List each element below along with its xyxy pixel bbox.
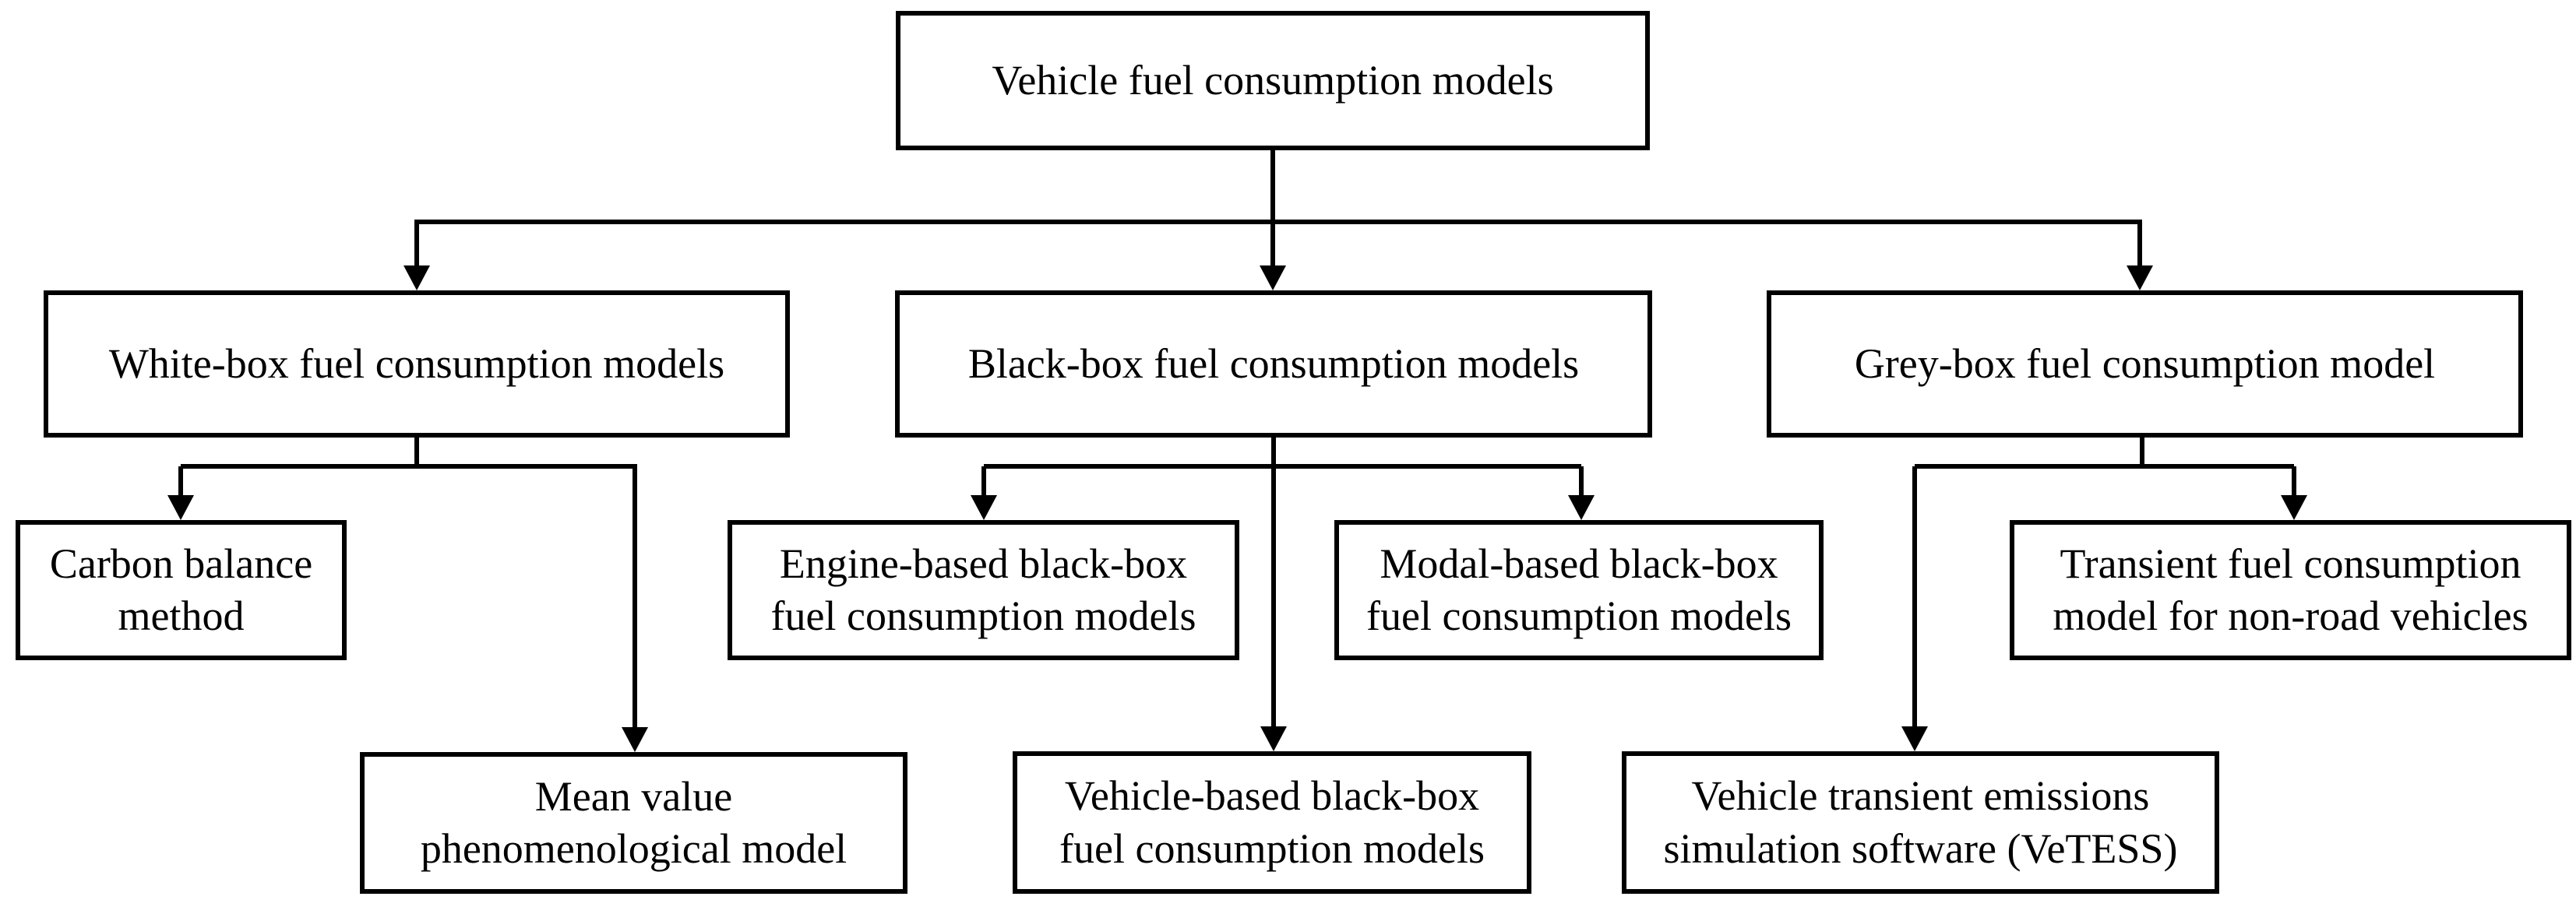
arrow-down-icon <box>1260 726 1287 751</box>
node-black-box-label: Black-box fuel consumption models <box>967 339 1580 387</box>
node-mean-value-model: Mean value phenomenological model <box>360 752 907 894</box>
node-engine-based-label: Engine-based black-box fuel consumption … <box>770 540 1196 640</box>
node-carbon-balance-label: Carbon balance method <box>49 540 313 640</box>
node-vetess-software: Vehicle transient emissions simulation s… <box>1622 751 2219 894</box>
arrow-down-icon <box>2127 265 2153 290</box>
arrow-down-icon <box>1901 726 1928 751</box>
node-modal-based-label: Modal-based black-box fuel consumption m… <box>1366 540 1792 640</box>
arrow-down-icon <box>971 495 997 520</box>
arrow-down-icon <box>167 495 194 520</box>
node-black-box-models: Black-box fuel consumption models <box>895 290 1652 438</box>
arrow-down-icon <box>622 727 648 752</box>
node-mean-value-label: Mean value phenomenological model <box>420 772 848 873</box>
node-grey-box-model: Grey-box fuel consumption model <box>1767 290 2523 438</box>
arrow-down-icon <box>1568 495 1595 520</box>
node-white-box-label: White-box fuel consumption models <box>108 339 725 387</box>
node-vetess-label: Vehicle transient emissions simulation s… <box>1663 772 2178 872</box>
arrow-down-icon <box>403 265 430 290</box>
node-vehicle-based-models: Vehicle-based black-box fuel consumption… <box>1013 751 1531 894</box>
node-white-box-models: White-box fuel consumption models <box>44 290 790 438</box>
arrow-down-icon <box>2281 495 2307 520</box>
node-modal-based-models: Modal-based black-box fuel consumption m… <box>1334 520 1824 660</box>
node-root-label: Vehicle fuel consumption models <box>992 56 1554 104</box>
node-root: Vehicle fuel consumption models <box>896 11 1650 150</box>
node-transient-nonroad-label: Transient fuel consumption model for non… <box>2053 540 2528 640</box>
node-transient-nonroad-model: Transient fuel consumption model for non… <box>2010 520 2571 660</box>
node-carbon-balance-method: Carbon balance method <box>16 520 347 660</box>
node-vehicle-based-label: Vehicle-based black-box fuel consumption… <box>1059 772 1485 872</box>
node-grey-box-label: Grey-box fuel consumption model <box>1854 339 2436 387</box>
node-engine-based-models: Engine-based black-box fuel consumption … <box>728 520 1239 660</box>
arrow-down-icon <box>1260 265 1286 290</box>
